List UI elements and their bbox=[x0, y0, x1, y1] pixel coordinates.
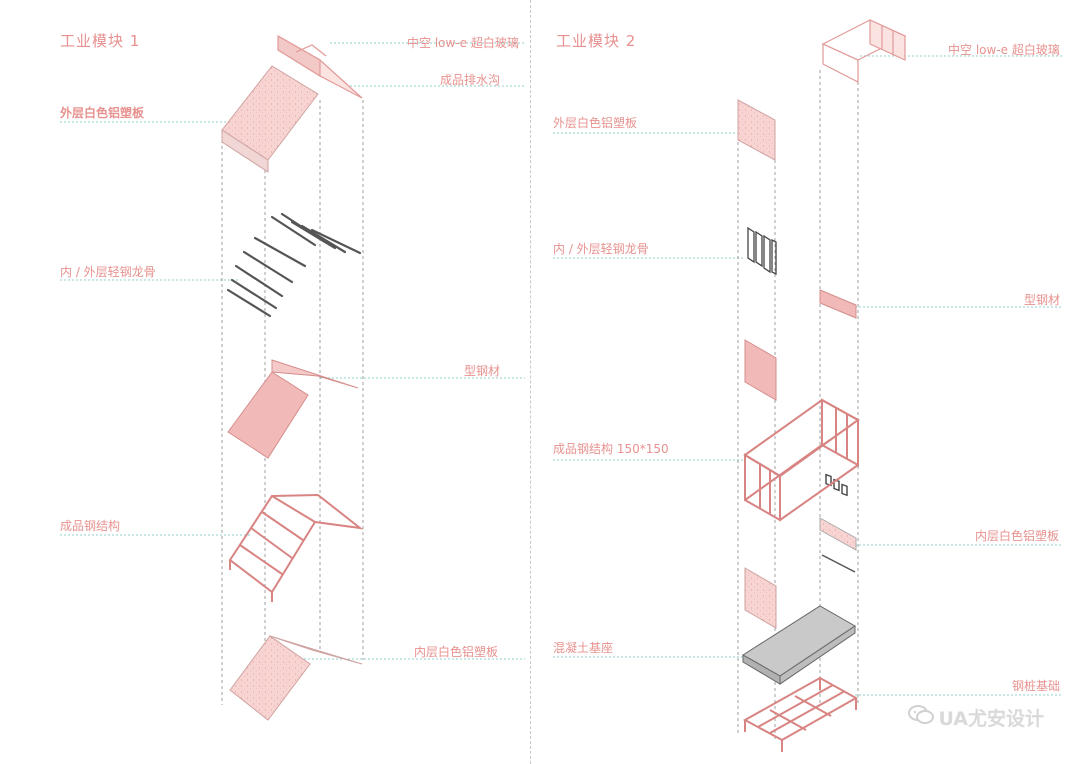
module2-label-outer-panel: 外层白色铝塑板 bbox=[553, 116, 638, 130]
module1-label-inner-panel: 内层白色铝塑板 bbox=[414, 645, 499, 659]
module1-label-glass: 中空 low-e 超白玻璃 bbox=[407, 36, 519, 50]
module2-label-keel: 内 / 外层轻钢龙骨 bbox=[553, 242, 649, 256]
module1-label-steel-structure: 成品钢结构 bbox=[60, 519, 121, 533]
watermark: UA尤安设计 bbox=[908, 704, 1044, 731]
module2-label-concrete-base: 混凝土基座 bbox=[553, 641, 614, 655]
watermark-text: UA尤安设计 bbox=[938, 708, 1044, 730]
module2-section-steel bbox=[819, 289, 857, 319]
module1-glass bbox=[277, 34, 363, 99]
module1-label-outer-panel: 外层白色铝塑板 bbox=[60, 106, 145, 120]
module1-steel-structure bbox=[228, 493, 364, 602]
module-divider bbox=[530, 0, 531, 764]
module2-inner-panel bbox=[819, 517, 857, 551]
module1-label-drain: 成品排水沟 bbox=[440, 73, 501, 87]
module1-label-keel: 内 / 外层轻钢龙骨 bbox=[60, 265, 156, 279]
module1-label-section-steel: 型钢材 bbox=[464, 364, 501, 378]
leader-lines bbox=[60, 42, 1062, 696]
module2-steel-structure bbox=[743, 398, 860, 522]
module2-pile-foundation bbox=[742, 676, 859, 752]
module2-title: 工业模块 2 bbox=[556, 32, 637, 50]
module2-pink-panel bbox=[744, 339, 777, 401]
module2-lower-panel bbox=[744, 567, 777, 629]
module1-inner-panel bbox=[229, 635, 363, 721]
module2-label-glass: 中空 low-e 超白玻璃 bbox=[948, 43, 1060, 57]
wechat-icon bbox=[908, 704, 935, 731]
module2-keel bbox=[747, 226, 777, 276]
module2-label-steel-structure: 成品钢结构 150*150 bbox=[553, 442, 669, 456]
module2-outer-panel bbox=[737, 99, 776, 161]
module2-glass bbox=[821, 19, 907, 83]
module2-label-pile-foundation: 钢桩基础 bbox=[1012, 679, 1061, 693]
module2-concrete-base bbox=[742, 605, 856, 685]
module1-section-steel bbox=[227, 359, 359, 459]
module2-label-section-steel: 型钢材 bbox=[1024, 293, 1061, 307]
module1-keel bbox=[226, 212, 362, 318]
alignment-guides bbox=[221, 70, 859, 740]
module1-title: 工业模块 1 bbox=[60, 32, 141, 50]
module1-outer-panel bbox=[221, 65, 319, 173]
module2-label-inner-panel: 内层白色铝塑板 bbox=[975, 529, 1060, 543]
